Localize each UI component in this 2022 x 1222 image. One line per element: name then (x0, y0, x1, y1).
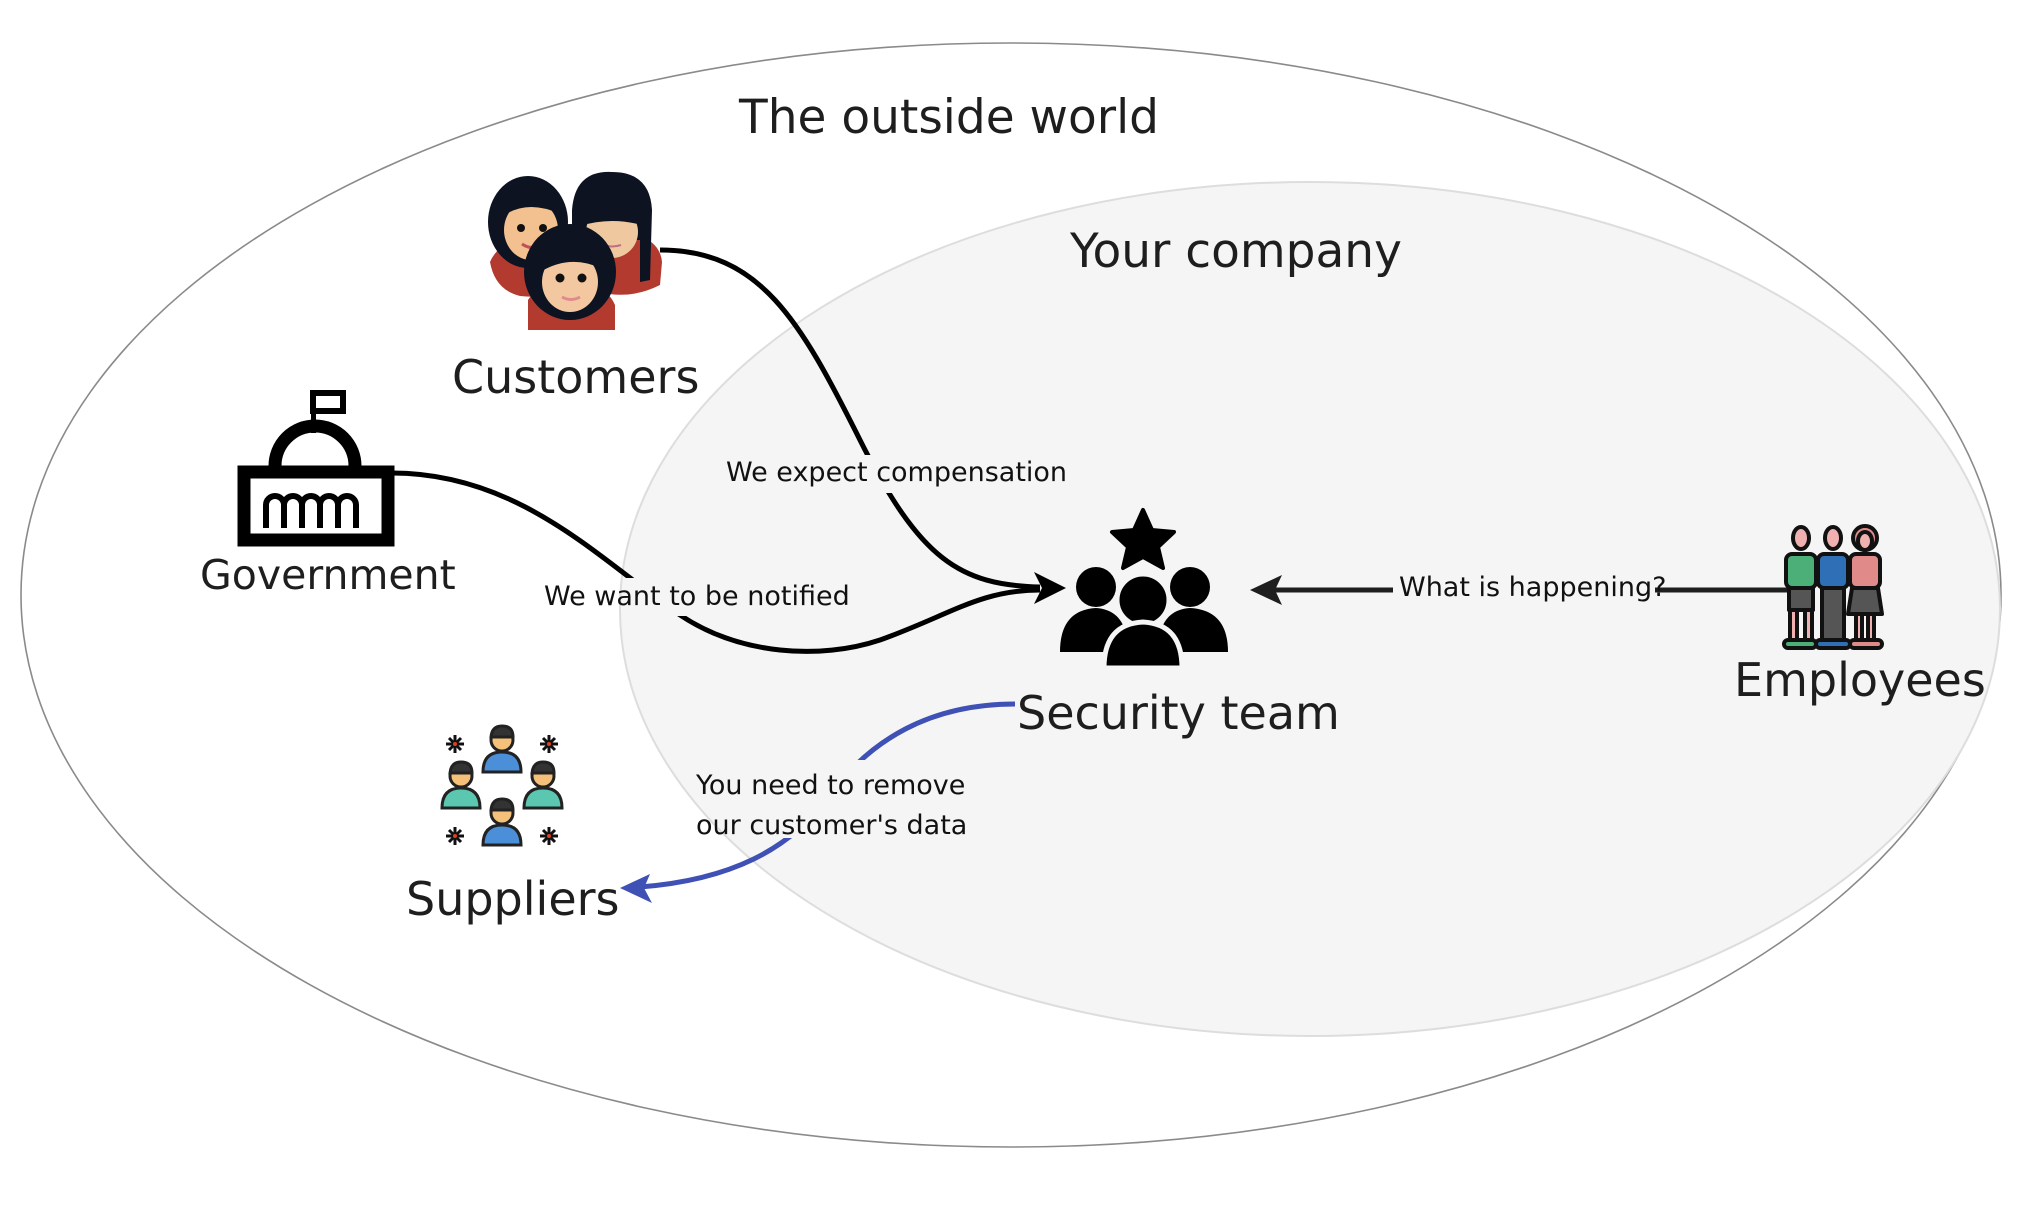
inner-region-ellipse (619, 181, 2001, 1037)
arrowhead (1034, 572, 1066, 604)
employee-3 (1846, 524, 1884, 650)
edge-customers-to-security (659, 247, 1066, 604)
edge-government-to-security (391, 470, 1041, 654)
supplier-person-bottom (481, 797, 523, 847)
edge-label-compensation: We expect compensation (726, 457, 1068, 488)
supplier-person-top (481, 724, 523, 774)
inner-region-title: Your company (1070, 224, 1402, 279)
employees-label: Employees (1734, 653, 1986, 707)
customers-label: Customers (452, 350, 700, 404)
suppliers-group-icon (440, 724, 564, 847)
suppliers-label: Suppliers (406, 872, 620, 926)
government-building-icon (237, 390, 395, 547)
edge-security-to-suppliers (620, 701, 1016, 903)
arrowhead (1250, 575, 1282, 605)
supplier-person-right (522, 760, 564, 810)
edge-label-remove-data-line1: You need to remove (696, 770, 966, 801)
security-team-star-icon (1060, 508, 1228, 671)
employees-group-icon (1782, 524, 1884, 650)
edge-label-notified: We want to be notified (544, 581, 850, 612)
outer-region-title: The outside world (739, 90, 1159, 145)
sparkle-icons (446, 735, 558, 845)
government-label: Government (200, 551, 456, 599)
customer-face-3 (524, 224, 616, 330)
customers-icon (488, 171, 662, 330)
employee-1 (1782, 525, 1818, 650)
security-team-label: Security team (1017, 686, 1340, 740)
edge-label-remove-data-line2: our customer's data (696, 810, 968, 841)
supplier-person-left (440, 760, 482, 810)
edge-label-what-happening: What is happening? (1399, 572, 1667, 603)
edge-employees-to-security (1250, 575, 1790, 605)
arrowhead (620, 874, 652, 903)
employee-2 (1814, 525, 1852, 650)
